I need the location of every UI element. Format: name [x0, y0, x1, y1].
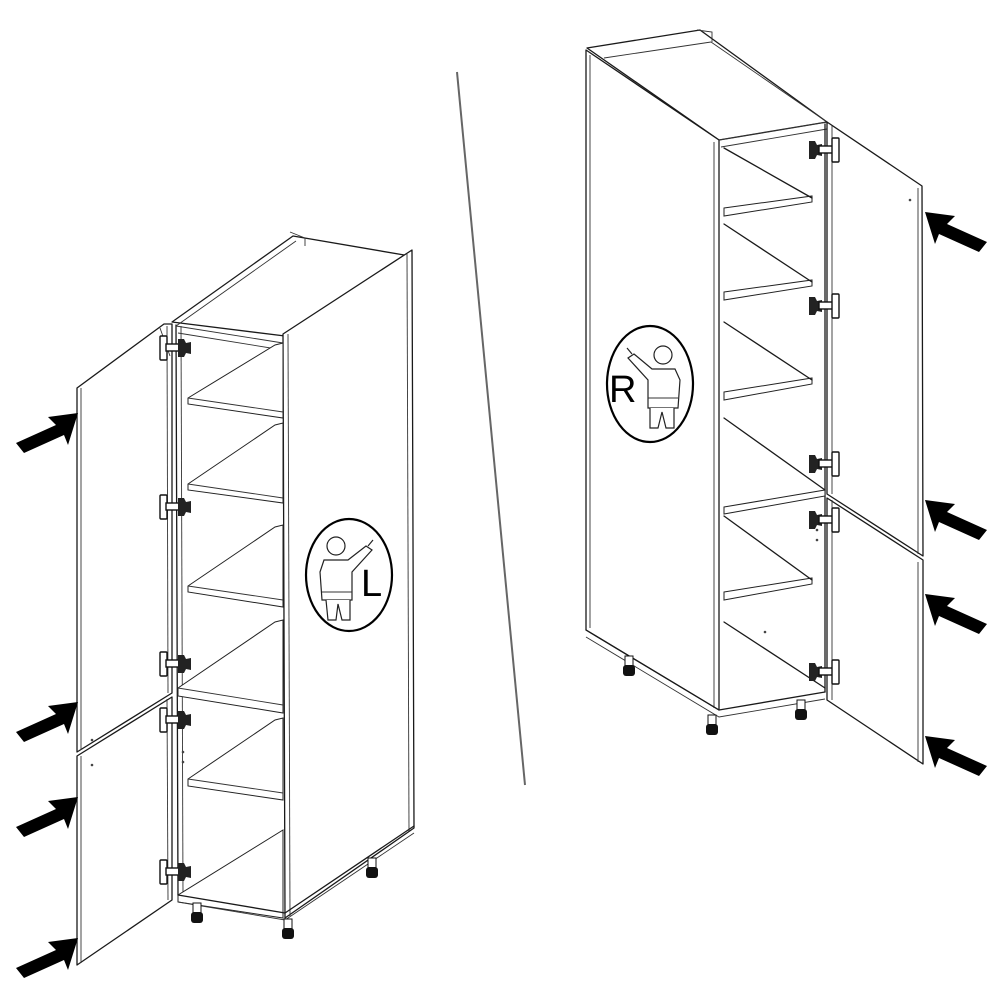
hinge-icon — [159, 494, 192, 520]
left-cabinet-leg — [190, 902, 204, 924]
hinge-icon — [808, 659, 840, 685]
right-cabinet-leg — [705, 714, 719, 736]
push-arrow-icon — [16, 702, 78, 742]
hinge-icon — [808, 507, 840, 533]
left-badge-letter: L — [361, 563, 382, 605]
push-arrow-icon — [925, 594, 987, 634]
left-cabinet-leg — [365, 857, 379, 879]
right-upper-door[interactable] — [826, 121, 924, 557]
hinge-icon — [159, 707, 192, 733]
left-lower-door[interactable] — [76, 696, 173, 966]
right-shelves — [585, 147, 826, 718]
left-orientation-badge: L — [304, 517, 394, 633]
push-arrow-icon — [925, 500, 987, 540]
variant-divider-line — [456, 71, 526, 786]
left-shelves — [177, 342, 415, 921]
push-arrow-icon — [16, 413, 78, 453]
hinge-icon — [808, 451, 840, 477]
right-badge-letter: R — [609, 369, 636, 411]
hinge-icon — [808, 293, 840, 319]
push-arrow-icon — [16, 938, 78, 978]
right-cabinet-leg — [794, 699, 808, 721]
push-arrow-icon — [925, 212, 987, 252]
left-upper-door[interactable] — [76, 323, 173, 753]
left-cabinet: L — [16, 231, 415, 978]
right-cabinet-leg — [622, 655, 636, 677]
right-cabinet: R — [585, 29, 987, 776]
push-arrow-icon — [925, 736, 987, 776]
right-orientation-badge: R — [605, 324, 695, 444]
hinge-icon — [159, 859, 192, 885]
push-arrow-icon — [16, 797, 78, 837]
hinge-icon — [808, 137, 840, 163]
hinge-icon — [159, 651, 192, 677]
left-cabinet-leg — [281, 918, 295, 940]
